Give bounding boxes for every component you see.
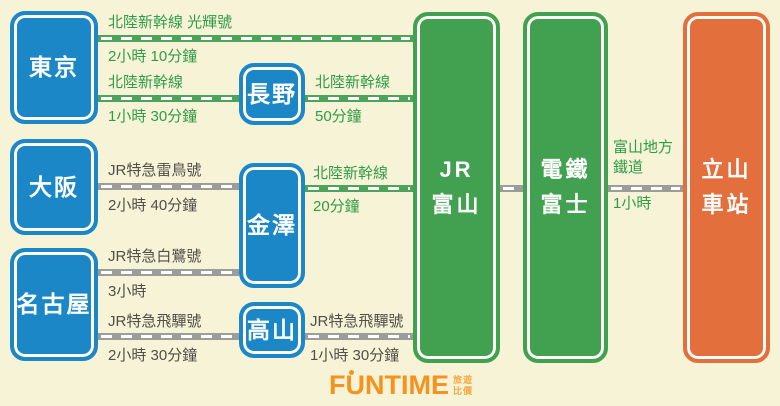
route-duration-label: 1小時 30分鐘 — [310, 347, 400, 364]
station-jr-toyama: JR 富山 — [413, 12, 500, 363]
station-label: 大阪 — [29, 173, 79, 200]
route-train-label: JR特急白鷺號 — [108, 248, 202, 265]
logo-letters-rest: NTIME — [365, 370, 449, 400]
logo-letter-u-with-dot: U — [345, 370, 365, 400]
funtime-logo: FUNTIME 旅遊 比價 — [329, 370, 473, 400]
route-duration-label: 3小時 — [108, 283, 147, 300]
route-train-label: JR特急飛驒號 — [108, 313, 202, 330]
logo-letter-f: F — [329, 370, 346, 400]
station-label: 長野 — [247, 80, 297, 107]
route-duration-label: 1小時 — [613, 195, 652, 212]
route-train-label: 北陸新幹線 — [315, 74, 391, 91]
station-label: 金澤 — [247, 212, 297, 238]
route-duration-label: 2小時 10分鐘 — [108, 48, 198, 65]
route-train-label: 北陸新幹線 光輝號 — [108, 14, 233, 31]
route-line-tokyo-jrtoyama — [98, 35, 413, 42]
tagline-line2: 比價 — [453, 385, 474, 396]
station-label-line1: JR — [439, 157, 474, 183]
station-kanazawa: 金澤 — [239, 163, 305, 288]
route-duration-label: 2小時 40分鐘 — [108, 197, 198, 214]
route-line-osaka-kanazawa — [98, 183, 239, 190]
station-takayama: 高山 — [239, 302, 305, 358]
station-label: 名古屋 — [16, 291, 92, 317]
station-label: 東京 — [29, 54, 79, 80]
station-nagano: 長野 — [239, 63, 305, 125]
route-line-takayama-jrtoyama — [305, 333, 413, 340]
station-label-line2: 富山 — [431, 191, 482, 217]
station-nagoya: 名古屋 — [10, 248, 98, 361]
station-dentetsu-fuji: 電鐵 富士 — [523, 12, 608, 363]
route-duration-label: 2小時 30分鐘 — [108, 347, 198, 364]
route-duration-label: 50分鐘 — [315, 108, 362, 125]
station-label-line1: 電鐵 — [540, 157, 591, 183]
route-line-nagoya-takayama — [98, 333, 239, 340]
station-tateyama: 立山 車站 — [683, 12, 770, 363]
route-line-dentetsu-tateyama — [608, 185, 683, 192]
route-line-tokyo-nagano — [98, 95, 239, 102]
route-line-nagoya-kanazawa — [98, 269, 239, 276]
route-train-label: 富山地方鐵道 — [613, 139, 674, 176]
station-tokyo: 東京 — [10, 11, 98, 124]
route-train-label: JR特急雷鳥號 — [108, 162, 202, 179]
funtime-tagline: 旅遊 比價 — [453, 375, 473, 396]
route-train-label: 北陸新幹線 — [313, 165, 389, 182]
station-label-line1: 立山 — [701, 157, 752, 183]
route-line-nagano-jrtoyama — [305, 95, 413, 102]
route-line-jrtoyama-dentetsu — [500, 185, 523, 192]
station-label-line2: 富士 — [540, 191, 591, 217]
route-train-label: 北陸新幹線 — [108, 74, 184, 91]
station-label-line2: 車站 — [701, 191, 752, 217]
station-label: 高山 — [247, 316, 297, 343]
station-osaka: 大阪 — [10, 139, 98, 235]
route-line-kanazawa-jrtoyama — [305, 185, 413, 192]
route-train-label: JR特急飛驒號 — [310, 313, 404, 330]
route-duration-label: 20分鐘 — [313, 198, 360, 215]
route-duration-label: 1小時 30分鐘 — [108, 108, 198, 125]
funtime-wordmark: FUNTIME — [329, 370, 449, 400]
tagline-line1: 旅遊 — [453, 375, 474, 386]
